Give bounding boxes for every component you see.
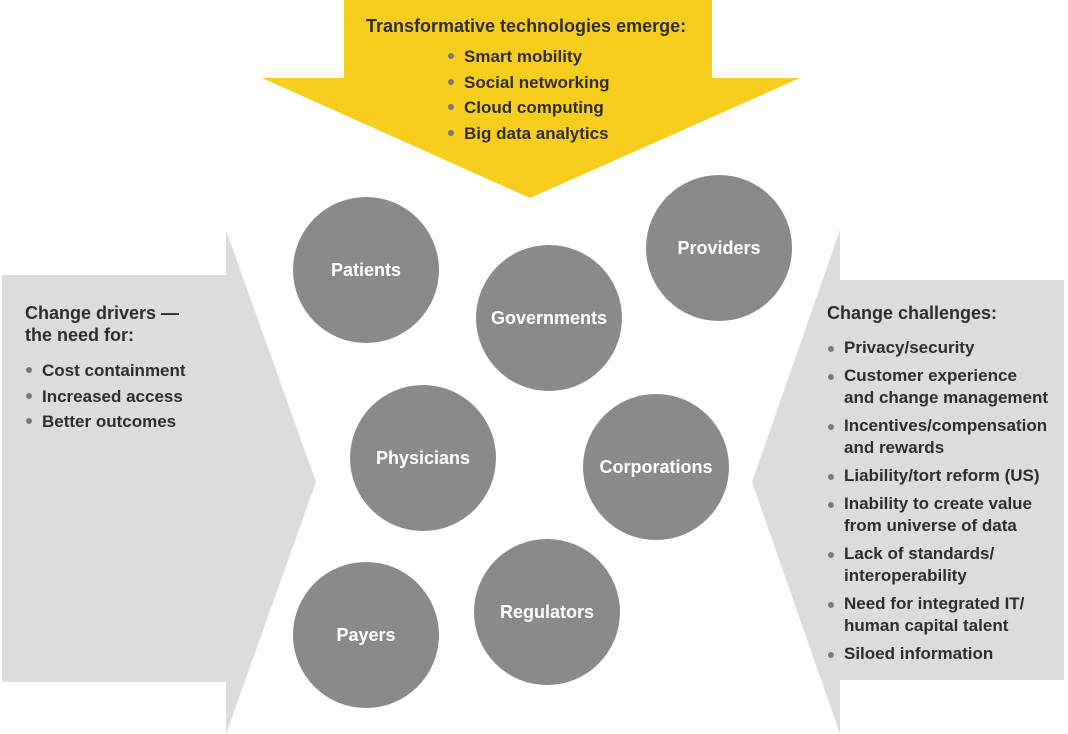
list-item: Privacy/security (827, 337, 1048, 359)
change-challenges-list: Privacy/security Customer experience and… (827, 337, 1048, 665)
payers-label: Payers (336, 624, 396, 645)
physicians-circle: Physicians (350, 385, 496, 531)
physicians-label: Physicians (375, 447, 471, 468)
list-item: Increased access (25, 384, 186, 410)
top-banner: Transformative technologies emerge: Smar… (366, 15, 686, 146)
payers-circle: Payers (293, 562, 439, 708)
change-challenges-panel: Change challenges: Privacy/security Cust… (827, 302, 1048, 665)
list-item: Smart mobility (447, 44, 686, 70)
list-item: Cloud computing (447, 95, 686, 121)
technology-list: Smart mobility Social networking Cloud c… (447, 44, 686, 146)
top-banner-title: Transformative technologies emerge: (366, 16, 687, 36)
change-drivers-title-line1: Change drivers — (25, 303, 180, 323)
change-drivers-title-line2: the need for: (25, 325, 135, 345)
patients-circle: Patients (293, 197, 439, 343)
change-drivers-panel: Change drivers — the need for: Cost cont… (25, 302, 186, 435)
list-item: Inability to create value from universe … (827, 493, 1048, 537)
list-item: Big data analytics (447, 121, 686, 147)
corporations-label: Corporations (599, 456, 713, 477)
regulators-label: Regulators (499, 601, 595, 622)
providers-circle: Providers (646, 175, 792, 321)
list-item: Liability/tort reform (US) (827, 465, 1048, 487)
change-drivers-list: Cost containment Increased access Better… (25, 358, 186, 435)
right-left-arrow (752, 230, 1064, 734)
patients-label: Patients (330, 259, 402, 280)
list-item: Siloed information (827, 643, 1048, 665)
change-challenges-title: Change challenges: (827, 303, 998, 323)
list-item: Customer experience and change managemen… (827, 365, 1048, 409)
corporations-circle: Corporations (583, 394, 729, 540)
regulators-circle: Regulators (474, 539, 620, 685)
list-item: Social networking (447, 70, 686, 96)
list-item: Cost containment (25, 358, 186, 384)
top-down-arrow (262, 0, 800, 198)
list-item: Better outcomes (25, 409, 186, 435)
governments-circle: Governments (476, 245, 622, 391)
providers-label: Providers (677, 237, 761, 258)
left-right-arrow (2, 230, 316, 734)
governments-label: Governments (490, 307, 608, 328)
list-item: Incentives/compensation and rewards (827, 415, 1048, 459)
list-item: Need for integrated IT/ human capital ta… (827, 593, 1048, 637)
list-item: Lack of standards/ interoperability (827, 543, 1048, 587)
